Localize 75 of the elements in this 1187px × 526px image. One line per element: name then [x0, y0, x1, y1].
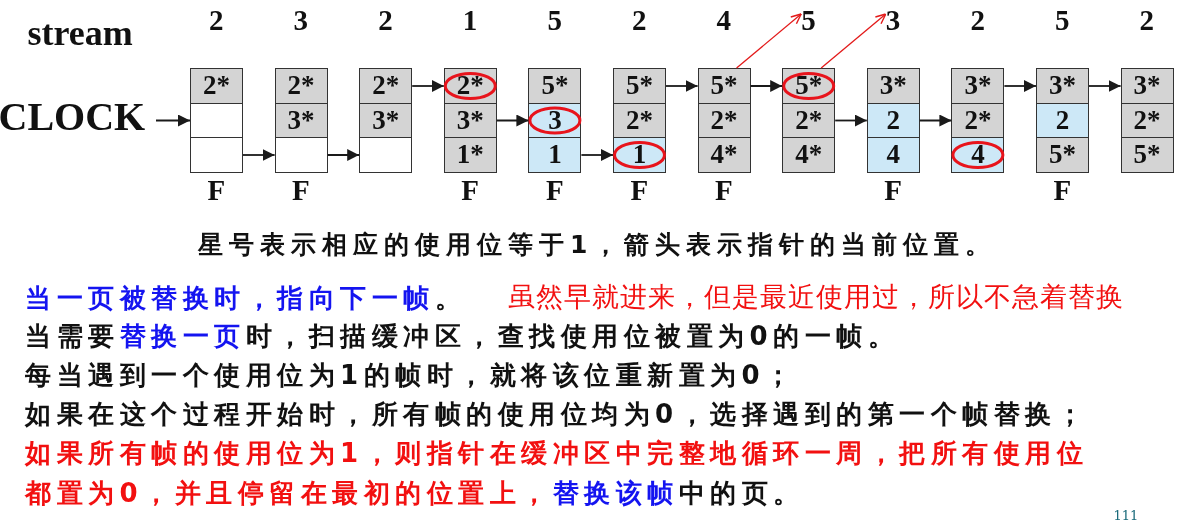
reference-number: 2: [1139, 5, 1155, 35]
reference-number: 5: [547, 5, 562, 35]
arrow: [580, 149, 614, 161]
fault-label: F: [715, 175, 733, 205]
fault-label: F: [545, 175, 564, 205]
frame-cell: 2: [866, 102, 920, 139]
arrow: [326, 149, 361, 161]
note-text: 如果在这个过程开始时，所有帧的使用位均为0，选择遇到的第一个帧替换；: [25, 398, 1089, 431]
arrow: [735, 13, 802, 69]
frame-cell: 3*: [443, 102, 497, 139]
frame-cell: 1: [528, 137, 582, 173]
reference-number: 2: [209, 5, 224, 35]
frame-cell: 2: [1036, 102, 1089, 139]
frame-cell: 5*: [613, 68, 666, 104]
frame-cell: 5*: [1120, 137, 1174, 173]
row-label: CLOCK: [0, 96, 146, 138]
reference-number: 3: [885, 5, 901, 35]
arrow: [749, 80, 784, 92]
fault-label: F: [461, 175, 479, 205]
reference-number: 2: [378, 5, 393, 35]
fault-label: F: [630, 175, 649, 205]
reference-number: 5: [1055, 5, 1070, 35]
note-text: 如果所有帧的使用位为1，则指针在缓冲区中完整地循环一周，把所有使用位都置为0，并且停留在最初的位置上，替换该帧中的页。: [25, 437, 1090, 510]
arrow: [242, 149, 276, 161]
frame-cell: 1*: [443, 137, 497, 173]
frame-cell: 4: [866, 137, 920, 173]
reference-number: 1: [462, 5, 478, 35]
arrow: [1003, 80, 1037, 92]
frame-cell: 3*: [1036, 68, 1089, 104]
reference-number: 2: [632, 5, 647, 35]
arrow: [155, 114, 191, 127]
frame-cell: 4*: [697, 137, 751, 173]
frame-cell: 3*: [359, 102, 413, 139]
caption-text: 星号表示相应的使用位等于1，箭头表示指针的当前位置。: [198, 229, 997, 261]
arrow: [820, 13, 887, 69]
arrow: [665, 80, 699, 92]
frame-cell: [274, 137, 328, 173]
row-label: stream: [27, 13, 133, 53]
arrow: [918, 114, 953, 127]
frame-cell: 2*: [274, 68, 328, 104]
frame-cell: 3*: [951, 68, 1005, 104]
page-number: 111: [1113, 509, 1139, 523]
frame-cell: 3*: [1120, 68, 1174, 104]
frame-cell: 2*: [951, 102, 1005, 139]
frame-cell: 3*: [274, 102, 328, 139]
arrow: [834, 114, 868, 127]
arrow: [411, 80, 445, 92]
frame-cell: [359, 137, 413, 173]
frame-cell: 5*: [697, 68, 751, 104]
note-text: 当一页被替换时，指向下一帧。: [25, 282, 466, 315]
frame-cell: [190, 102, 243, 139]
frame-cell: [190, 137, 243, 173]
frame-cell: 5*: [1036, 137, 1089, 173]
frame-cell: 2*: [190, 68, 243, 104]
arrow: [495, 114, 530, 127]
frame-cell: 2*: [359, 68, 413, 104]
fault-label: F: [292, 175, 310, 205]
reference-number: 5: [801, 5, 816, 35]
frame-cell: 4*: [782, 137, 836, 173]
note-text: 每当遇到一个使用位为1的帧时，就将该位重新置为0；: [25, 359, 797, 392]
frame-cell: 2*: [613, 102, 666, 139]
fault-label: F: [1053, 175, 1072, 205]
frame-cell: 3*: [866, 68, 920, 104]
fault-label: F: [884, 175, 902, 205]
reference-number: 4: [716, 5, 732, 35]
frame-cell: 5*: [528, 68, 582, 104]
reference-number: 2: [970, 5, 985, 35]
note-text: 当需要替换一页时，扫描缓冲区，查找使用位被置为0的一帧。: [25, 320, 900, 353]
frame-cell: 2*: [697, 102, 751, 139]
note-text: 虽然早就进来，但是最近使用过，所以不急着替换: [508, 280, 1124, 314]
fault-label: F: [207, 175, 226, 205]
frame-cell: 2*: [1120, 102, 1174, 139]
frame-cell: 2*: [782, 102, 836, 139]
reference-number: 3: [293, 5, 309, 35]
arrow: [1088, 80, 1122, 92]
